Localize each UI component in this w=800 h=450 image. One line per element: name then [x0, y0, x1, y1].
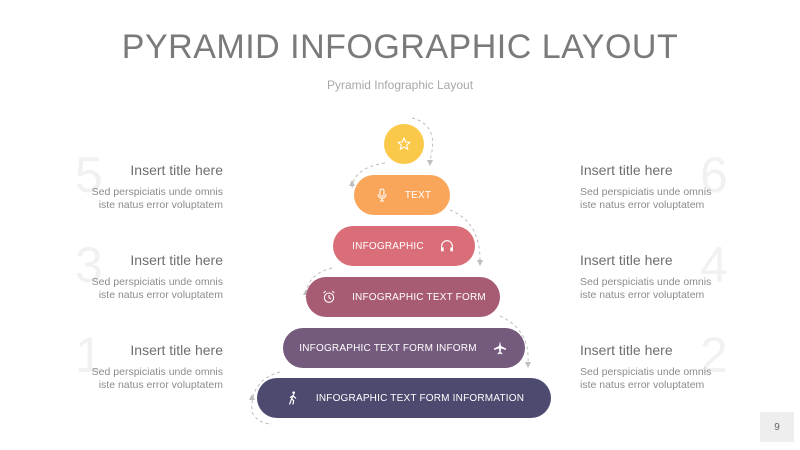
pyramid-tier-3: INFOGRAPHIC [333, 226, 475, 266]
info-block-3: 3 Insert title here Sed perspiciatis und… [43, 240, 223, 302]
block-text: Sed perspiciatis unde omnis iste natus e… [91, 276, 223, 301]
block-number: 4 [700, 237, 728, 293]
tier-label: INFOGRAPHIC TEXT FORM INFORMATION [315, 392, 525, 404]
tier-label: INFOGRAPHIC TEXT FORM [352, 291, 486, 303]
block-text: Sed perspiciatis unde omnis iste natus e… [580, 276, 712, 301]
block-number: 2 [700, 327, 728, 383]
pyramid-tier-5: INFOGRAPHIC TEXT FORM INFORM [283, 328, 525, 368]
tier-label: INFOGRAPHIC TEXT FORM INFORM [299, 342, 477, 354]
block-number: 6 [700, 147, 728, 203]
page-subtitle: Pyramid Infographic Layout [326, 78, 474, 92]
alarm-clock-icon [320, 288, 338, 306]
page-number: 9 [760, 412, 794, 442]
star-icon [395, 135, 413, 153]
info-block-4: 4 Insert title here Sed perspiciatis und… [580, 240, 760, 302]
block-text: Sed perspiciatis unde omnis iste natus e… [580, 186, 712, 211]
block-title: Insert title here [580, 162, 673, 178]
walking-person-icon [284, 389, 302, 407]
tier-label: INFOGRAPHIC [352, 240, 424, 252]
pyramid-tier-4: INFOGRAPHIC TEXT FORM [306, 277, 500, 317]
info-block-5: 5 Insert title here Sed perspiciatis und… [43, 150, 223, 212]
page-title: PYRAMID INFOGRAPHIC LAYOUT [121, 28, 679, 66]
block-title: Insert title here [580, 252, 673, 268]
tier-label: TEXT [404, 189, 432, 201]
block-text: Sed perspiciatis unde omnis iste natus e… [91, 186, 223, 211]
block-number: 3 [75, 237, 103, 293]
microphone-icon [373, 186, 391, 204]
block-number: 1 [75, 327, 103, 383]
pyramid-tier-6: INFOGRAPHIC TEXT FORM INFORMATION [257, 378, 551, 418]
info-block-1: 1 Insert title here Sed perspiciatis und… [43, 330, 223, 392]
block-number: 5 [75, 147, 103, 203]
headphones-icon [438, 237, 456, 255]
block-title: Insert title here [580, 342, 673, 358]
block-title: Insert title here [130, 162, 223, 178]
block-title: Insert title here [130, 342, 223, 358]
pyramid-tier-2: TEXT [354, 175, 450, 215]
block-text: Sed perspiciatis unde omnis iste natus e… [91, 366, 223, 391]
info-block-6: 6 Insert title here Sed perspiciatis und… [580, 150, 760, 212]
block-title: Insert title here [130, 252, 223, 268]
pyramid-tier-1 [384, 124, 424, 164]
airplane-icon [491, 339, 509, 357]
info-block-2: 2 Insert title here Sed perspiciatis und… [580, 330, 760, 392]
block-text: Sed perspiciatis unde omnis iste natus e… [580, 366, 712, 391]
